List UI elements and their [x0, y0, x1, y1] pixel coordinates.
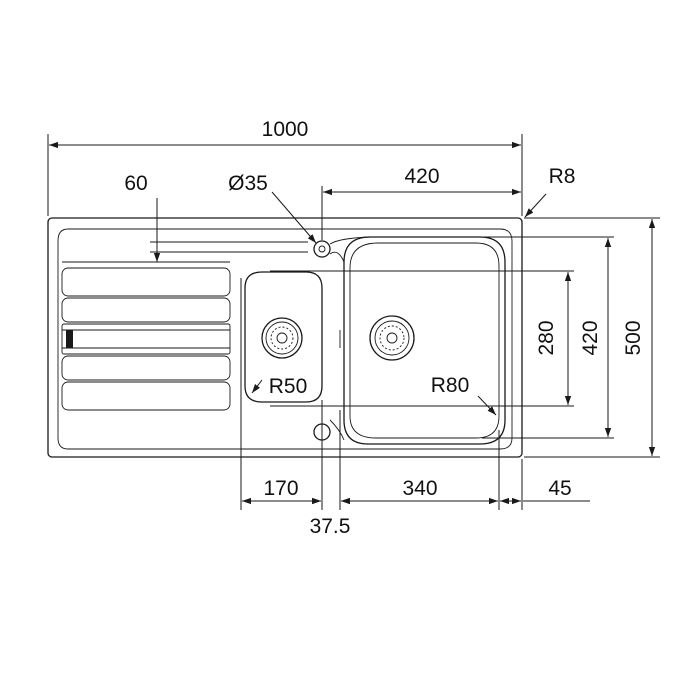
dim-small-bowl-depth: 280 [270, 270, 574, 407]
dim-bowl-divider: 37.5 [300, 497, 362, 538]
label-corner-radius: R8 [549, 165, 576, 188]
dim-main-bowl-depth: 420 [482, 236, 614, 439]
dim-small-bowl-radius: R50 [251, 375, 308, 398]
dim-overall-width: 1000 [47, 118, 523, 216]
main-bowl-drain-icon [369, 315, 415, 361]
label-small-bowl-depth: 280 [535, 320, 558, 355]
label-overall-depth: 500 [622, 320, 645, 355]
drainer-grooves [61, 261, 231, 411]
label-main-bowl-depth: 420 [579, 320, 602, 355]
dim-bottom-extension-lines [240, 278, 523, 510]
dim-main-bowl-radius: R80 [431, 374, 497, 416]
label-main-bowl-width: 420 [404, 165, 439, 188]
dim-tap-hole-diameter: Ø35 [228, 172, 317, 244]
drainer-handle [66, 330, 73, 348]
dim-main-bowl-width: 420 [321, 165, 521, 240]
dim-overall-depth: 500 [524, 217, 660, 458]
label-main-bowl-inner-width: 340 [402, 477, 437, 500]
label-small-bowl-width: 170 [263, 477, 298, 500]
dim-tap-offset: 60 [124, 172, 161, 262]
label-right-edge-offset: 45 [548, 477, 571, 500]
sink-outline [47, 217, 523, 458]
label-main-bowl-radius: R80 [431, 374, 470, 397]
label-overall-width: 1000 [262, 118, 309, 141]
dim-small-bowl-width: 170 [242, 477, 321, 505]
label-bowl-divider: 37.5 [310, 515, 351, 538]
tap-hole [313, 240, 331, 258]
main-bowl [329, 236, 506, 445]
dim-corner-radius: R8 [524, 165, 576, 218]
tap-hole-area [150, 240, 331, 258]
dim-right-edge-offset: 45 [500, 477, 590, 505]
label-tap-hole-diameter: Ø35 [228, 172, 268, 195]
small-bowl-drain-icon [261, 317, 303, 359]
small-bowl [244, 271, 323, 403]
dim-main-bowl-inner-width: 340 [341, 477, 498, 505]
label-tap-offset: 60 [124, 172, 147, 195]
label-small-bowl-radius: R50 [269, 375, 308, 398]
